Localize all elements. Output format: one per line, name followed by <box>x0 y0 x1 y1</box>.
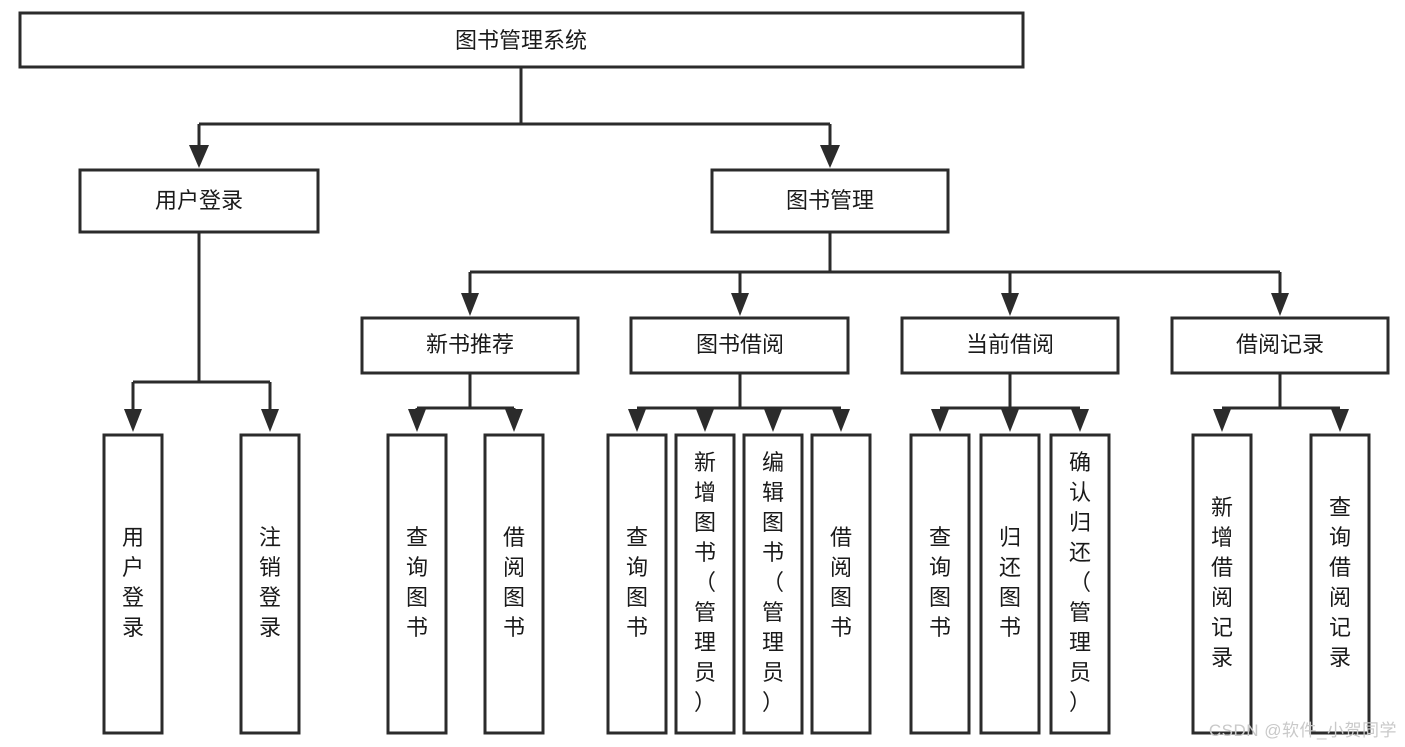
arrowhead-borrow-record <box>1271 293 1289 316</box>
leaf-user-login-1[interactable]: 用户登录 <box>102 433 164 735</box>
node-root-label: 图书管理系统 <box>455 28 587 53</box>
leaf-new-book-1-label: 查询图书 <box>406 525 428 640</box>
node-new-book-recommend-label: 新书推荐 <box>426 332 514 357</box>
leaf-book-borrow-4[interactable]: 借阅图书 <box>810 433 872 735</box>
leaf-new-book-1-box[interactable] <box>386 433 448 735</box>
node-current-borrow[interactable]: 当前借阅 <box>900 316 1120 375</box>
leaf-user-login-2[interactable]: 注销登录 <box>239 433 301 735</box>
node-borrow-record-label: 借阅记录 <box>1236 332 1324 357</box>
arrowhead-leaf-current-borrow-1 <box>931 409 949 432</box>
leaf-book-borrow-4-label: 借阅图书 <box>830 525 852 640</box>
leaf-new-book-2[interactable]: 借阅图书 <box>483 433 545 735</box>
arrowhead-leaf-borrow-record-1 <box>1213 409 1231 432</box>
arrowhead-new-book <box>461 293 479 316</box>
arrowhead-leaf-book-borrow-1 <box>628 409 646 432</box>
node-user-login-box[interactable] <box>78 168 320 234</box>
leaf-book-borrow-3-label: 编辑图书（管理员） <box>762 450 784 715</box>
leaf-user-login-2-box[interactable] <box>239 433 301 735</box>
node-book-management-label: 图书管理 <box>786 188 874 213</box>
leaf-current-borrow-2-label: 归还图书 <box>999 525 1021 640</box>
leaf-current-borrow-3[interactable]: 确认归还（管理员） <box>1049 433 1111 735</box>
leaf-book-borrow-2-box[interactable] <box>674 433 736 735</box>
leaf-book-borrow-2[interactable]: 新增图书（管理员） <box>674 433 736 735</box>
leaf-user-login-1-box[interactable] <box>102 433 164 735</box>
node-book-borrow[interactable]: 图书借阅 <box>629 316 850 375</box>
node-book-management[interactable]: 图书管理 <box>710 168 950 234</box>
arrowhead-book-borrow <box>731 293 749 316</box>
arrowhead-leaf-user-login-2 <box>261 409 279 432</box>
node-book-management-box[interactable] <box>710 168 950 234</box>
edges-new-book-to-leaves <box>408 373 523 432</box>
node-book-borrow-box[interactable] <box>629 316 850 375</box>
arrowhead-leaf-current-borrow-3 <box>1071 409 1089 432</box>
leaf-book-borrow-4-box[interactable] <box>810 433 872 735</box>
edges-borrow-record-to-leaves <box>1213 373 1349 432</box>
leaf-book-borrow-3[interactable]: 编辑图书（管理员） <box>742 433 804 735</box>
arrowhead-leaf-current-borrow-2 <box>1001 409 1019 432</box>
leaf-user-login-2-label: 注销登录 <box>259 525 281 640</box>
node-borrow-record[interactable]: 借阅记录 <box>1170 316 1390 375</box>
leaf-book-borrow-3-box[interactable] <box>742 433 804 735</box>
arrowhead-leaf-new-book-1 <box>408 409 426 432</box>
arrowhead-leaf-borrow-record-2 <box>1331 409 1349 432</box>
arrowhead-leaf-book-borrow-2 <box>696 409 714 432</box>
node-borrow-record-box[interactable] <box>1170 316 1390 375</box>
edges-book-management-to-level3 <box>461 232 1289 316</box>
leaf-borrow-record-1[interactable]: 新增借阅记录 <box>1191 433 1253 735</box>
leaf-borrow-record-1-label: 新增借阅记录 <box>1211 495 1233 670</box>
csdn-watermark: CSDN @软件_小贺同学 <box>1208 721 1397 740</box>
arrowhead-leaf-user-login-1 <box>124 409 142 432</box>
leaf-book-borrow-2-label: 新增图书（管理员） <box>694 450 716 715</box>
arrowhead-leaf-book-borrow-3 <box>764 409 782 432</box>
edges-root-to-level2 <box>189 68 840 168</box>
node-user-login[interactable]: 用户登录 <box>78 168 320 234</box>
leaf-borrow-record-2-label: 查询借阅记录 <box>1329 495 1351 670</box>
edges-user-login-to-leaves <box>124 232 279 432</box>
arrowhead-leaf-book-borrow-4 <box>832 409 850 432</box>
arrowhead-leaf-new-book-2 <box>505 409 523 432</box>
leaf-book-borrow-1-label: 查询图书 <box>626 525 648 640</box>
node-new-book-recommend[interactable]: 新书推荐 <box>360 316 580 375</box>
leaf-book-borrow-1[interactable]: 查询图书 <box>606 433 668 735</box>
leaf-user-login-1-label: 用户登录 <box>122 525 144 640</box>
node-user-login-label: 用户登录 <box>155 188 243 213</box>
leaf-current-borrow-1[interactable]: 查询图书 <box>909 433 971 735</box>
leaf-book-borrow-1-box[interactable] <box>606 433 668 735</box>
leaf-new-book-2-box[interactable] <box>483 433 545 735</box>
leaf-current-borrow-2-box[interactable] <box>979 433 1041 735</box>
node-current-borrow-box[interactable] <box>900 316 1120 375</box>
arrowhead-user-login <box>189 145 209 168</box>
node-new-book-recommend-box[interactable] <box>360 316 580 375</box>
edges-book-borrow-to-leaves <box>628 373 850 432</box>
edges-current-borrow-to-leaves <box>931 373 1089 432</box>
leaf-current-borrow-1-label: 查询图书 <box>929 525 951 640</box>
leaf-new-book-1[interactable]: 查询图书 <box>386 433 448 735</box>
arrowhead-book-management <box>820 145 840 168</box>
node-current-borrow-label: 当前借阅 <box>966 332 1054 357</box>
leaf-current-borrow-1-box[interactable] <box>909 433 971 735</box>
leaf-new-book-2-label: 借阅图书 <box>503 525 525 640</box>
arrowhead-current-borrow <box>1001 293 1019 316</box>
leaf-borrow-record-2[interactable]: 查询借阅记录 <box>1309 433 1371 735</box>
leaf-current-borrow-3-box[interactable] <box>1049 433 1111 735</box>
node-root-box[interactable] <box>18 11 1025 69</box>
leaf-borrow-record-2-box[interactable] <box>1309 433 1371 735</box>
leaf-borrow-record-1-box[interactable] <box>1191 433 1253 735</box>
node-book-borrow-label: 图书借阅 <box>696 332 784 357</box>
leaf-current-borrow-3-label: 确认归还（管理员） <box>1069 450 1091 715</box>
node-root[interactable]: 图书管理系统 <box>18 11 1025 69</box>
leaf-current-borrow-2[interactable]: 归还图书 <box>979 433 1041 735</box>
